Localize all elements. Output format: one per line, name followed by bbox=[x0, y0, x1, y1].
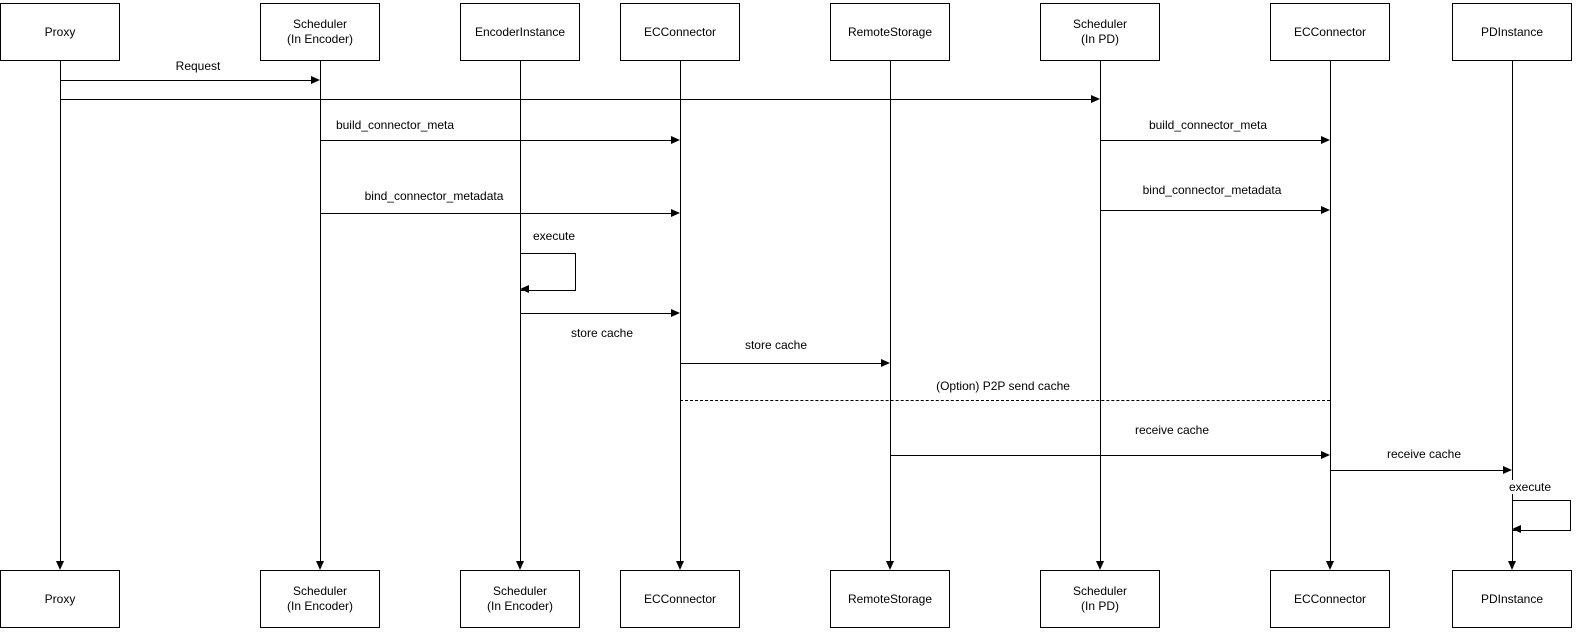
top-box-ecconnector-1: ECConnector bbox=[620, 3, 740, 61]
lifeline-scheduler-encoder bbox=[320, 61, 321, 561]
bottom-box-remote-storage: RemoteStorage bbox=[830, 570, 950, 628]
arrowhead-receive-cache-from-remote bbox=[1321, 451, 1330, 459]
label-build-connector-meta-pd: build_connector_meta bbox=[1146, 118, 1270, 132]
arrowhead-store-cache-to-connector bbox=[671, 309, 680, 317]
lifeline-end-arrow-pdinstance bbox=[1508, 561, 1516, 570]
lifeline-scheduler-pd bbox=[1100, 61, 1101, 561]
arrow-build-connector-meta-encoder bbox=[320, 140, 672, 141]
bottom-box-ecconnector-1: ECConnector bbox=[620, 570, 740, 628]
arrow-bind-connector-metadata-pd bbox=[1100, 210, 1322, 211]
top-box-ecconnector-2: ECConnector bbox=[1270, 3, 1390, 61]
bottom-box-scheduler-encoder-1: Scheduler (In Encoder) bbox=[260, 570, 380, 628]
lifeline-end-arrow-scheduler-pd bbox=[1096, 561, 1104, 570]
bottom-box-scheduler-encoder-2: Scheduler (In Encoder) bbox=[460, 570, 580, 628]
arrowhead-build-connector-meta-pd bbox=[1321, 136, 1330, 144]
lifeline-end-arrow-remote-storage bbox=[886, 561, 894, 570]
dashed-line-p2p-send-cache bbox=[680, 400, 1330, 401]
label-p2p-send-cache: (Option) P2P send cache bbox=[934, 379, 1072, 393]
arrow-store-cache-to-remote bbox=[680, 363, 882, 364]
bottom-box-scheduler-pd: Scheduler (In PD) bbox=[1040, 570, 1160, 628]
bottom-box-proxy: Proxy bbox=[0, 570, 120, 628]
label-bind-connector-metadata-encoder: bind_connector_metadata bbox=[362, 189, 506, 203]
arrowhead-build-connector-meta-encoder bbox=[671, 136, 680, 144]
label-execute-pd: execute bbox=[1506, 480, 1554, 494]
label-build-connector-meta-encoder: build_connector_meta bbox=[333, 118, 457, 132]
top-box-scheduler-pd: Scheduler (In PD) bbox=[1040, 3, 1160, 61]
bottom-box-ecconnector-2: ECConnector bbox=[1270, 570, 1390, 628]
arrowhead-bind-connector-metadata-pd bbox=[1321, 206, 1330, 214]
lifeline-ecconnector-1 bbox=[680, 61, 681, 561]
lifeline-end-arrow-ecconnector-1 bbox=[676, 561, 684, 570]
label-bind-connector-metadata-pd: bind_connector_metadata bbox=[1140, 183, 1284, 197]
bottom-box-pdinstance: PDInstance bbox=[1452, 570, 1572, 628]
arrow-request bbox=[60, 80, 312, 81]
label-execute-encoder: execute bbox=[530, 229, 578, 243]
arrow-receive-cache-to-pdinstance bbox=[1330, 470, 1504, 471]
arrow-bind-connector-metadata-encoder bbox=[320, 213, 672, 214]
arrowhead-execute-encoder bbox=[520, 285, 529, 293]
top-box-proxy: Proxy bbox=[0, 3, 120, 61]
lifeline-end-arrow-proxy bbox=[56, 561, 64, 570]
lifeline-remote-storage bbox=[890, 61, 891, 561]
self-loop-execute-pd bbox=[1512, 500, 1571, 531]
lifeline-end-arrow-scheduler-encoder bbox=[316, 561, 324, 570]
top-box-encoder-instance: EncoderInstance bbox=[460, 3, 580, 61]
lifeline-end-arrow-ecconnector-2 bbox=[1326, 561, 1334, 570]
arrowhead-bind-connector-metadata-encoder bbox=[671, 209, 680, 217]
label-store-cache-to-remote: store cache bbox=[742, 338, 810, 352]
label-receive-cache-from-remote: receive cache bbox=[1132, 423, 1212, 437]
label-request: Request bbox=[173, 59, 223, 73]
arrow-build-connector-meta-pd bbox=[1100, 140, 1322, 141]
top-box-remote-storage: RemoteStorage bbox=[830, 3, 950, 61]
label-store-cache-to-connector: store cache bbox=[568, 326, 636, 340]
arrowhead-receive-cache-to-pdinstance bbox=[1503, 466, 1512, 474]
lifeline-ecconnector-2 bbox=[1330, 61, 1331, 561]
arrow-store-cache-to-connector bbox=[520, 313, 672, 314]
lifeline-end-arrow-encoder-instance bbox=[516, 561, 524, 570]
label-receive-cache-to-pdinstance: receive cache bbox=[1384, 447, 1464, 461]
lifeline-proxy bbox=[60, 61, 61, 561]
top-box-scheduler-encoder: Scheduler (In Encoder) bbox=[260, 3, 380, 61]
arrowhead-request bbox=[311, 76, 320, 84]
arrow-receive-cache-from-remote bbox=[890, 455, 1322, 456]
arrow-proxy-to-pd-scheduler bbox=[60, 99, 1092, 100]
lifeline-encoder-instance bbox=[520, 61, 521, 561]
arrowhead-store-cache-to-remote bbox=[881, 359, 890, 367]
arrowhead-execute-pd bbox=[1512, 525, 1521, 533]
self-loop-execute-encoder bbox=[520, 253, 576, 291]
arrowhead-proxy-to-pd-scheduler bbox=[1091, 95, 1100, 103]
top-box-pdinstance: PDInstance bbox=[1452, 3, 1572, 61]
lifeline-pdinstance bbox=[1512, 61, 1513, 561]
